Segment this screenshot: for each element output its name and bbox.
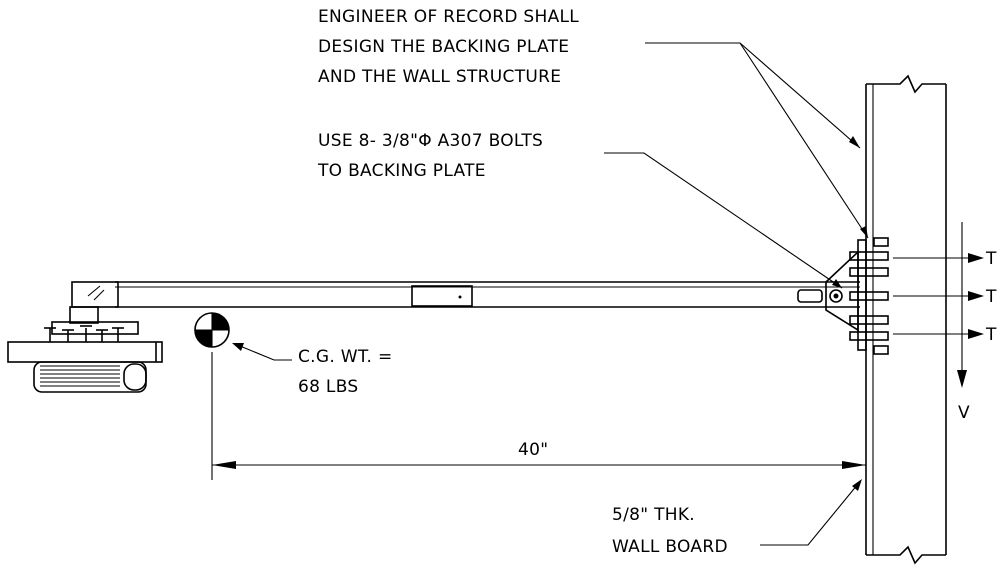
engineer-note-line2: DESIGN THE BACKING PLATE — [318, 37, 569, 57]
center-of-gravity-symbol — [194, 312, 230, 348]
wallboard-note-line1: 5/8" THK. — [612, 505, 695, 525]
wall-bracket — [825, 237, 889, 355]
bolts-note-line1: USE 8- 3/8"Φ A307 BOLTS — [318, 131, 543, 151]
force-label-v: V — [958, 403, 970, 423]
bolt-heads — [849, 237, 889, 355]
telescoping-arm — [115, 281, 860, 308]
projector-assembly — [7, 281, 163, 393]
projector-vents — [40, 365, 120, 387]
wall — [865, 74, 947, 565]
leaders — [232, 42, 869, 546]
dimension-label: 40" — [518, 440, 548, 460]
bolts-note-line2: TO BACKING PLATE — [317, 161, 486, 181]
adjustment-screws — [44, 325, 124, 342]
annotations: ENGINEER OF RECORD SHALL DESIGN THE BACK… — [298, 7, 997, 557]
engineer-note-line1: ENGINEER OF RECORD SHALL — [318, 7, 579, 27]
wallboard-note-line2: WALL BOARD — [612, 537, 728, 557]
force-label-t3: T — [985, 325, 997, 345]
force-arrows — [893, 222, 984, 388]
cg-weight-line2: 68 LBS — [298, 377, 358, 397]
force-label-t1: T — [985, 249, 997, 269]
cg-weight-line1: C.G. WT. = — [298, 347, 392, 367]
dimension-40in — [211, 352, 866, 480]
engineer-note-line3: AND THE WALL STRUCTURE — [318, 67, 561, 87]
force-label-t2: T — [985, 287, 997, 307]
